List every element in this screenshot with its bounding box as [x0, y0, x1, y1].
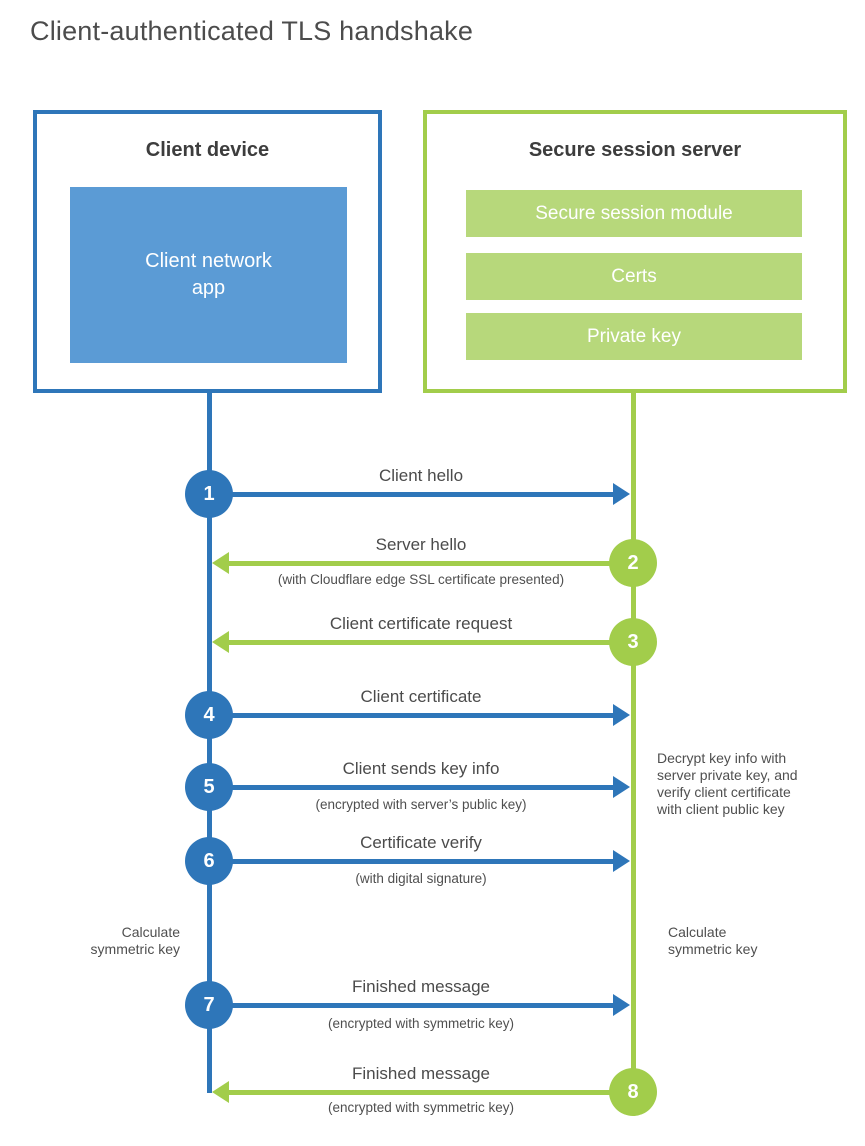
step-7-badge: 7 — [185, 981, 233, 1029]
step-4-label: Client certificate — [360, 687, 482, 706]
arrow-head-icon — [613, 776, 630, 798]
step-1-arrow — [209, 483, 630, 505]
client-device-title: Client device — [145, 139, 270, 161]
secure-session-server-title: Secure session server — [528, 139, 742, 161]
step-5-badge: 5 — [185, 763, 233, 811]
arrow-shaft — [226, 639, 633, 645]
step-2-badge: 2 — [609, 539, 657, 587]
step-2-arrow — [212, 552, 633, 574]
step-8-label: Finished message — [352, 1064, 490, 1083]
server-decrypt-note: Decrypt key info with server private key… — [657, 750, 798, 818]
client-lifeline — [207, 393, 212, 1093]
step-3-arrow — [212, 631, 633, 653]
arrow-head-icon — [613, 483, 630, 505]
step-6-arrow — [209, 850, 630, 872]
arrow-shaft — [209, 784, 616, 790]
arrow-shaft — [209, 858, 616, 864]
step-8-subtext: (encrypted with symmetric key) — [327, 1100, 515, 1115]
secure-session-module-bar: Secure session module — [466, 190, 802, 237]
client-calculate-symmetric-key-note: Calculate symmetric key — [90, 924, 180, 958]
arrow-shaft — [226, 560, 633, 566]
arrow-head-icon — [212, 631, 229, 653]
server-calculate-symmetric-key-note: Calculate symmetric key — [668, 924, 758, 958]
step-8-badge: 8 — [609, 1068, 657, 1116]
certs-bar: Certs — [466, 253, 802, 300]
arrow-shaft — [209, 491, 616, 497]
arrow-shaft — [209, 712, 616, 718]
step-4-arrow — [209, 704, 630, 726]
arrow-head-icon — [212, 1081, 229, 1103]
arrow-head-icon — [613, 850, 630, 872]
step-2-subtext: (with Cloudflare edge SSL certificate pr… — [277, 572, 565, 587]
step-5-subtext: (encrypted with server’s public key) — [315, 797, 527, 812]
step-6-badge: 6 — [185, 837, 233, 885]
step-3-label: Client certificate request — [329, 614, 513, 633]
step-5-label: Client sends key info — [342, 759, 500, 778]
step-2-label: Server hello — [375, 535, 467, 554]
step-7-arrow — [209, 994, 630, 1016]
step-1-label: Client hello — [378, 466, 464, 485]
arrow-head-icon — [613, 704, 630, 726]
arrow-head-icon — [613, 994, 630, 1016]
step-7-label: Finished message — [352, 977, 490, 996]
arrow-shaft — [209, 1002, 616, 1008]
step-4-badge: 4 — [185, 691, 233, 739]
step-6-label: Certificate verify — [360, 833, 482, 852]
page-title: Client-authenticated TLS handshake — [30, 16, 474, 46]
client-network-app-box: Client network app — [70, 187, 347, 363]
server-lifeline — [631, 393, 636, 1093]
step-8-arrow — [212, 1081, 633, 1103]
arrow-shaft — [226, 1089, 633, 1095]
private-key-bar: Private key — [466, 313, 802, 360]
arrow-head-icon — [212, 552, 229, 574]
step-5-arrow — [209, 776, 630, 798]
step-7-subtext: (encrypted with symmetric key) — [327, 1016, 515, 1031]
step-1-badge: 1 — [185, 470, 233, 518]
step-3-badge: 3 — [609, 618, 657, 666]
step-6-subtext: (with digital signature) — [355, 871, 487, 886]
